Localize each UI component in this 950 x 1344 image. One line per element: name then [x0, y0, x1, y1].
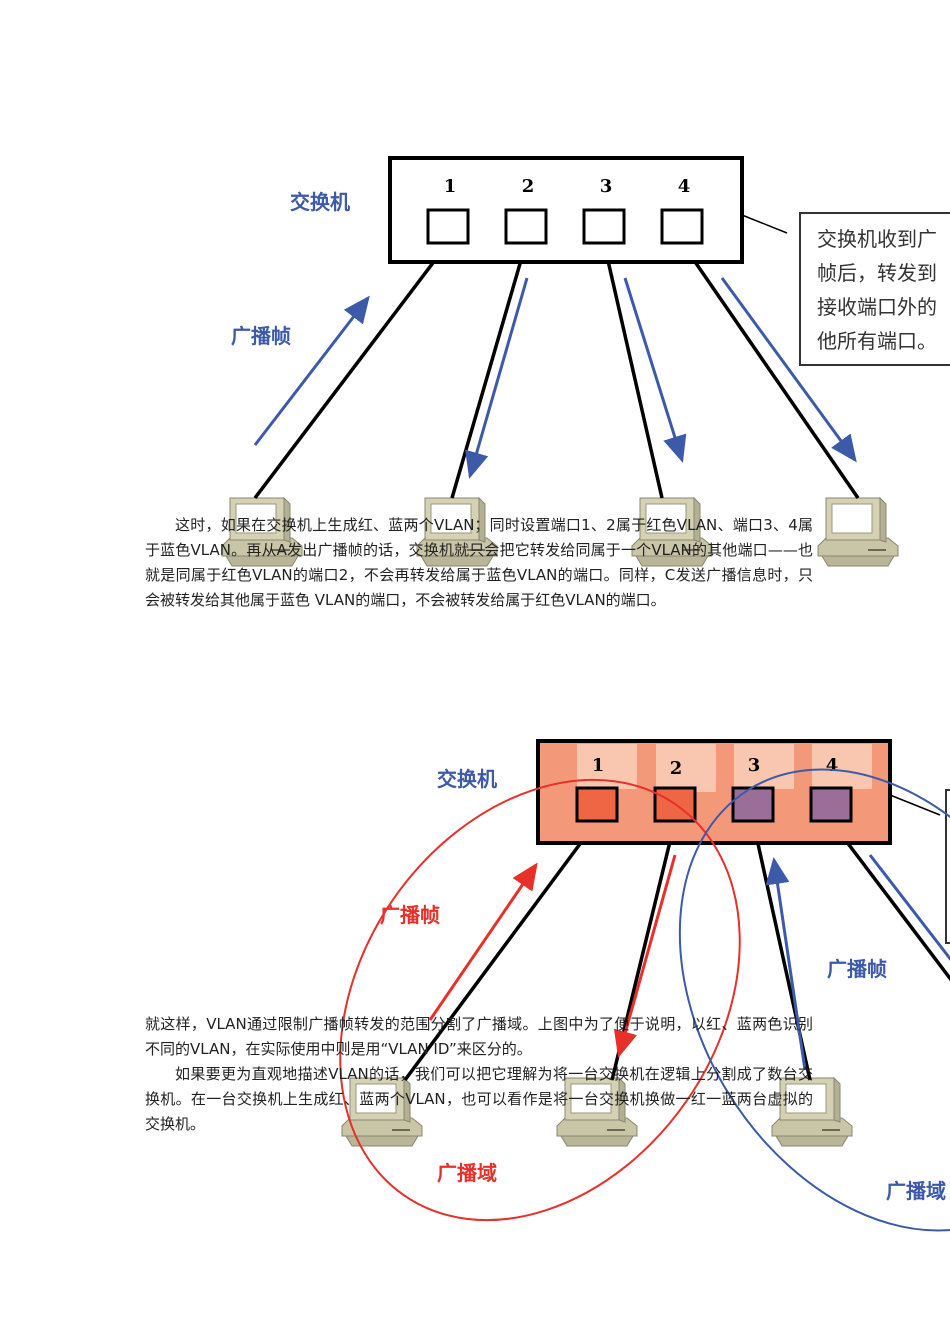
switch-label: 交换机 [437, 767, 497, 791]
callout-box [945, 789, 950, 944]
blue-broadcast-domain [678, 768, 950, 1232]
diagram-2: 1 2 3 4 交换机 广播帧 广播帧 广播域 广播域 [339, 739, 950, 1232]
switch-label: 交换机 [290, 190, 350, 214]
cables [253, 241, 860, 500]
port-number: 3 [748, 755, 761, 776]
paragraph-text: 这时，如果在交换机上生成红、蓝两个VLAN；同时设置端口1、2属于红色VLAN、… [145, 516, 813, 609]
paragraph-2: 就这样，VLAN通过限制广播帧转发的范围分割了广播域。上图中为了便于说明，以红、… [145, 1012, 813, 1137]
port-number: 1 [592, 755, 605, 776]
blue-domain-label: 广播域 [886, 1179, 946, 1203]
port-number: 1 [444, 176, 457, 197]
port-number: 2 [522, 176, 535, 197]
red-broadcast-arrows [428, 854, 677, 1058]
port-number: 4 [678, 176, 691, 197]
callout-line: 帧后，转发到 [817, 261, 937, 285]
port-number: 2 [670, 758, 683, 779]
port-number: 4 [826, 755, 839, 776]
broadcast-arrows [253, 277, 857, 479]
broadcast-frame-label: 广播帧 [231, 324, 291, 348]
callout-line: 交换机收到广 [817, 227, 937, 251]
switch-ports [426, 208, 704, 245]
paragraph-1: 这时，如果在交换机上生成红、蓝两个VLAN；同时设置端口1、2属于红色VLAN、… [145, 513, 813, 613]
computer [817, 497, 899, 567]
diagram-1: 1 2 3 4 交换机 广播帧 交换机收到广 帧后，转发到 接收端口外的 他所有… [221, 156, 950, 567]
blue-broadcast-frame-label: 广播帧 [827, 957, 887, 981]
callout-line: 接收端口外的 [817, 295, 937, 319]
red-domain-label: 广播域 [437, 1161, 497, 1185]
callout-line: 他所有端口。 [817, 329, 937, 353]
paragraph-text: 如果要更为直观地描述VLAN的话，我们可以把它理解为将一台交换机在逻辑上分割成了… [145, 1065, 813, 1133]
port-number: 3 [600, 176, 613, 197]
callout-box [799, 212, 950, 366]
red-broadcast-domain [339, 778, 741, 1222]
red-broadcast-frame-label: 广播帧 [380, 903, 440, 927]
paragraph-text: 就这样，VLAN通过限制广播帧转发的范围分割了广播域。上图中为了便于说明，以红、… [145, 1015, 813, 1058]
blue-broadcast-arrows [765, 854, 950, 1071]
switch-ports [575, 786, 853, 823]
